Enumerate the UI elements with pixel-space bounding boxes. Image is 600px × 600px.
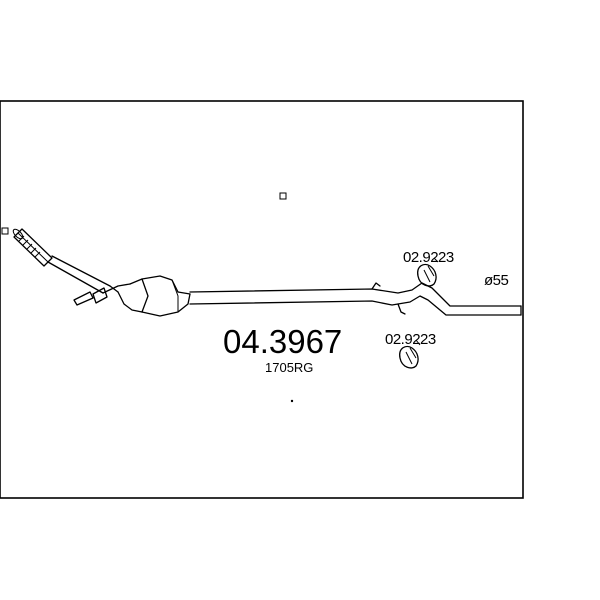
flex-pipe [12, 228, 53, 267]
diameter-label: ø55 [484, 272, 509, 289]
intermediate-pipe [189, 282, 522, 316]
down-pipe [47, 255, 111, 306]
left-edge-marker [1, 227, 9, 235]
catalytic-converter [102, 275, 191, 317]
clamp-lower-icon [399, 339, 421, 369]
clamp-upper-icon [417, 257, 439, 287]
center-dot [290, 399, 294, 403]
diagram-frame [0, 100, 524, 499]
clamp-lower-label: 02.9223 [385, 331, 436, 348]
oem-code: 1705RG [265, 360, 313, 375]
part-number: 04.3967 [223, 323, 342, 360]
clamp-upper-label: 02.9223 [403, 249, 454, 266]
marker-square [279, 192, 287, 200]
